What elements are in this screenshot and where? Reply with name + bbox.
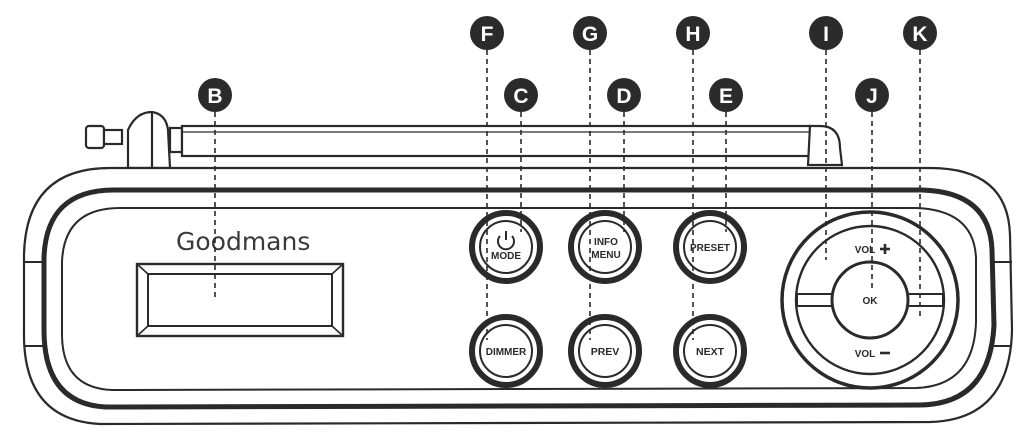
lcd-display [135,262,345,338]
volume-up-button[interactable]: VOL [855,244,890,256]
callout-g: G [573,16,607,50]
callout-k-label: K [912,23,927,46]
info-menu-button[interactable]: INFO MENU [568,210,642,284]
callout-b: B [198,78,232,112]
radio-body [22,166,1014,426]
dimmer-label: DIMMER [486,347,527,358]
callout-j: J [855,78,889,112]
callout-j-label: J [866,85,878,108]
mode-button[interactable]: MODE [469,210,543,284]
callout-d: D [607,78,641,112]
callout-b-label: B [207,85,222,108]
dimmer-button[interactable]: DIMMER [469,314,543,388]
dial-left-segment[interactable] [796,293,835,307]
vol-up-label: VOL [855,245,876,256]
brand-logo: Goodmans [176,227,310,256]
menu-label: MENU [591,250,620,261]
callout-f-label: F [481,23,494,46]
leader-lines [214,50,921,340]
antenna [84,110,844,170]
callout-e: E [709,78,743,112]
plus-icon [880,244,890,254]
callout-c: C [504,78,538,112]
vol-down-label: VOL [855,349,876,360]
next-button[interactable]: NEXT [673,314,747,388]
prev-label: PREV [591,346,620,358]
antenna-knob [84,124,106,150]
callout-h: H [676,16,710,50]
ok-label: OK [863,296,879,307]
preset-label: PRESET [690,243,730,254]
callout-k: K [903,16,937,50]
preset-button[interactable]: PRESET [673,210,747,284]
callout-h-label: H [685,23,700,46]
callout-i-label: I [823,23,829,46]
prev-button[interactable]: PREV [568,314,642,388]
next-label: NEXT [696,346,725,358]
ok-button[interactable]: OK [830,260,910,340]
antenna-rod [180,124,812,158]
callout-g-label: G [582,23,598,46]
navigation-dial: OK VOL VOL [780,210,960,390]
callout-d-label: D [616,85,631,108]
callout-e-label: E [719,85,733,108]
antenna-tip [806,124,844,167]
power-icon [497,231,515,251]
dial-right-segment[interactable] [905,293,944,307]
mode-label: MODE [491,251,521,262]
volume-down-button[interactable]: VOL [855,349,890,360]
callout-c-label: C [513,85,528,108]
callout-f: F [470,16,504,50]
antenna-hinge [126,110,172,170]
callout-i: I [809,16,843,50]
info-label: INFO [594,237,618,248]
